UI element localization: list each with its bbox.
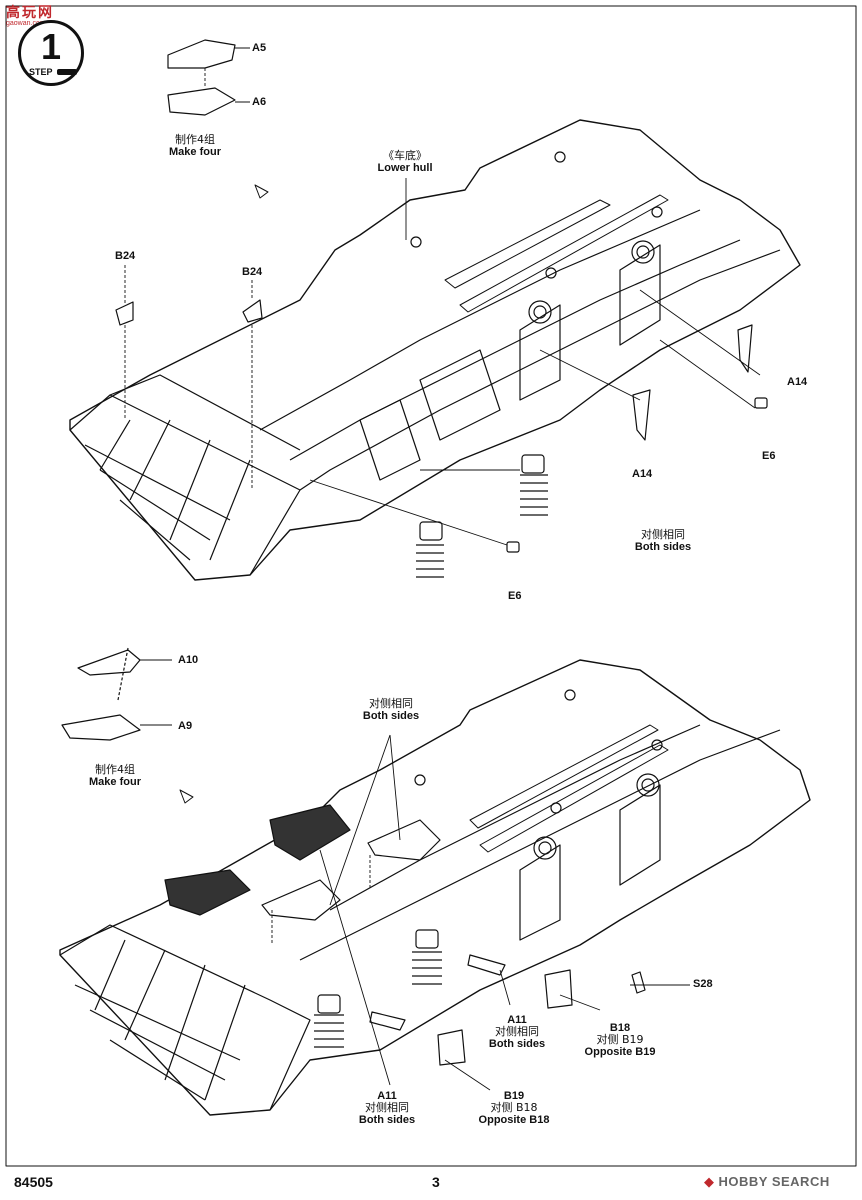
note-b19: B19 对侧 B18 Opposite B18 bbox=[478, 1090, 550, 1126]
source-watermark: ◆HOBBY SEARCH bbox=[704, 1174, 830, 1189]
label-b24-left: B24 bbox=[115, 250, 136, 262]
label-b24-right: B24 bbox=[242, 266, 263, 278]
label-a6: A6 bbox=[252, 96, 267, 108]
note-both-sides-mid: 对侧相同 Both sides bbox=[362, 697, 420, 723]
label-a14-right: A14 bbox=[787, 376, 808, 388]
step-number: 1 bbox=[40, 26, 62, 67]
step-badge: 1 STEP bbox=[18, 20, 84, 86]
note-a11-left: A11 对侧相同 Both sides bbox=[358, 1090, 416, 1126]
note-lower-hull: 《车底》 Lower hull bbox=[377, 149, 433, 175]
label-s28: S28 bbox=[693, 978, 713, 990]
parts-top bbox=[115, 39, 768, 553]
hobby-search-icon: ◆ bbox=[704, 1174, 715, 1189]
label-a5: A5 bbox=[252, 42, 267, 54]
label-a9: A9 bbox=[178, 720, 193, 732]
note-a11-right: A11 对侧相同 Both sides bbox=[488, 1014, 546, 1050]
note-both-sides-top: 对侧相同 Both sides bbox=[634, 528, 692, 554]
note-make-four-bottom: 制作4组 Make four bbox=[89, 763, 141, 789]
watermark-logo: 高玩网 bbox=[6, 5, 54, 21]
spring-shocks-top bbox=[416, 454, 548, 578]
step-word: STEP bbox=[29, 67, 53, 77]
lower-hull-top bbox=[69, 119, 801, 581]
label-a10: A10 bbox=[178, 654, 199, 666]
label-e6-center: E6 bbox=[508, 590, 522, 602]
note-b18: B18 对侧 B19 Opposite B19 bbox=[584, 1022, 656, 1058]
suspension-bottom bbox=[164, 804, 646, 1066]
kit-number: 84505 bbox=[14, 1174, 53, 1190]
watermark-url: gaowan.com bbox=[6, 20, 46, 27]
label-a14-center: A14 bbox=[632, 468, 653, 480]
parts-bottom bbox=[61, 647, 141, 741]
tank-icon bbox=[57, 69, 77, 75]
lower-hull-bottom bbox=[59, 659, 811, 1116]
label-e6-right: E6 bbox=[762, 450, 776, 462]
page-border bbox=[5, 5, 857, 1167]
note-make-four-top: 制作4组 Make four bbox=[169, 133, 221, 159]
page-number: 3 bbox=[432, 1174, 440, 1190]
